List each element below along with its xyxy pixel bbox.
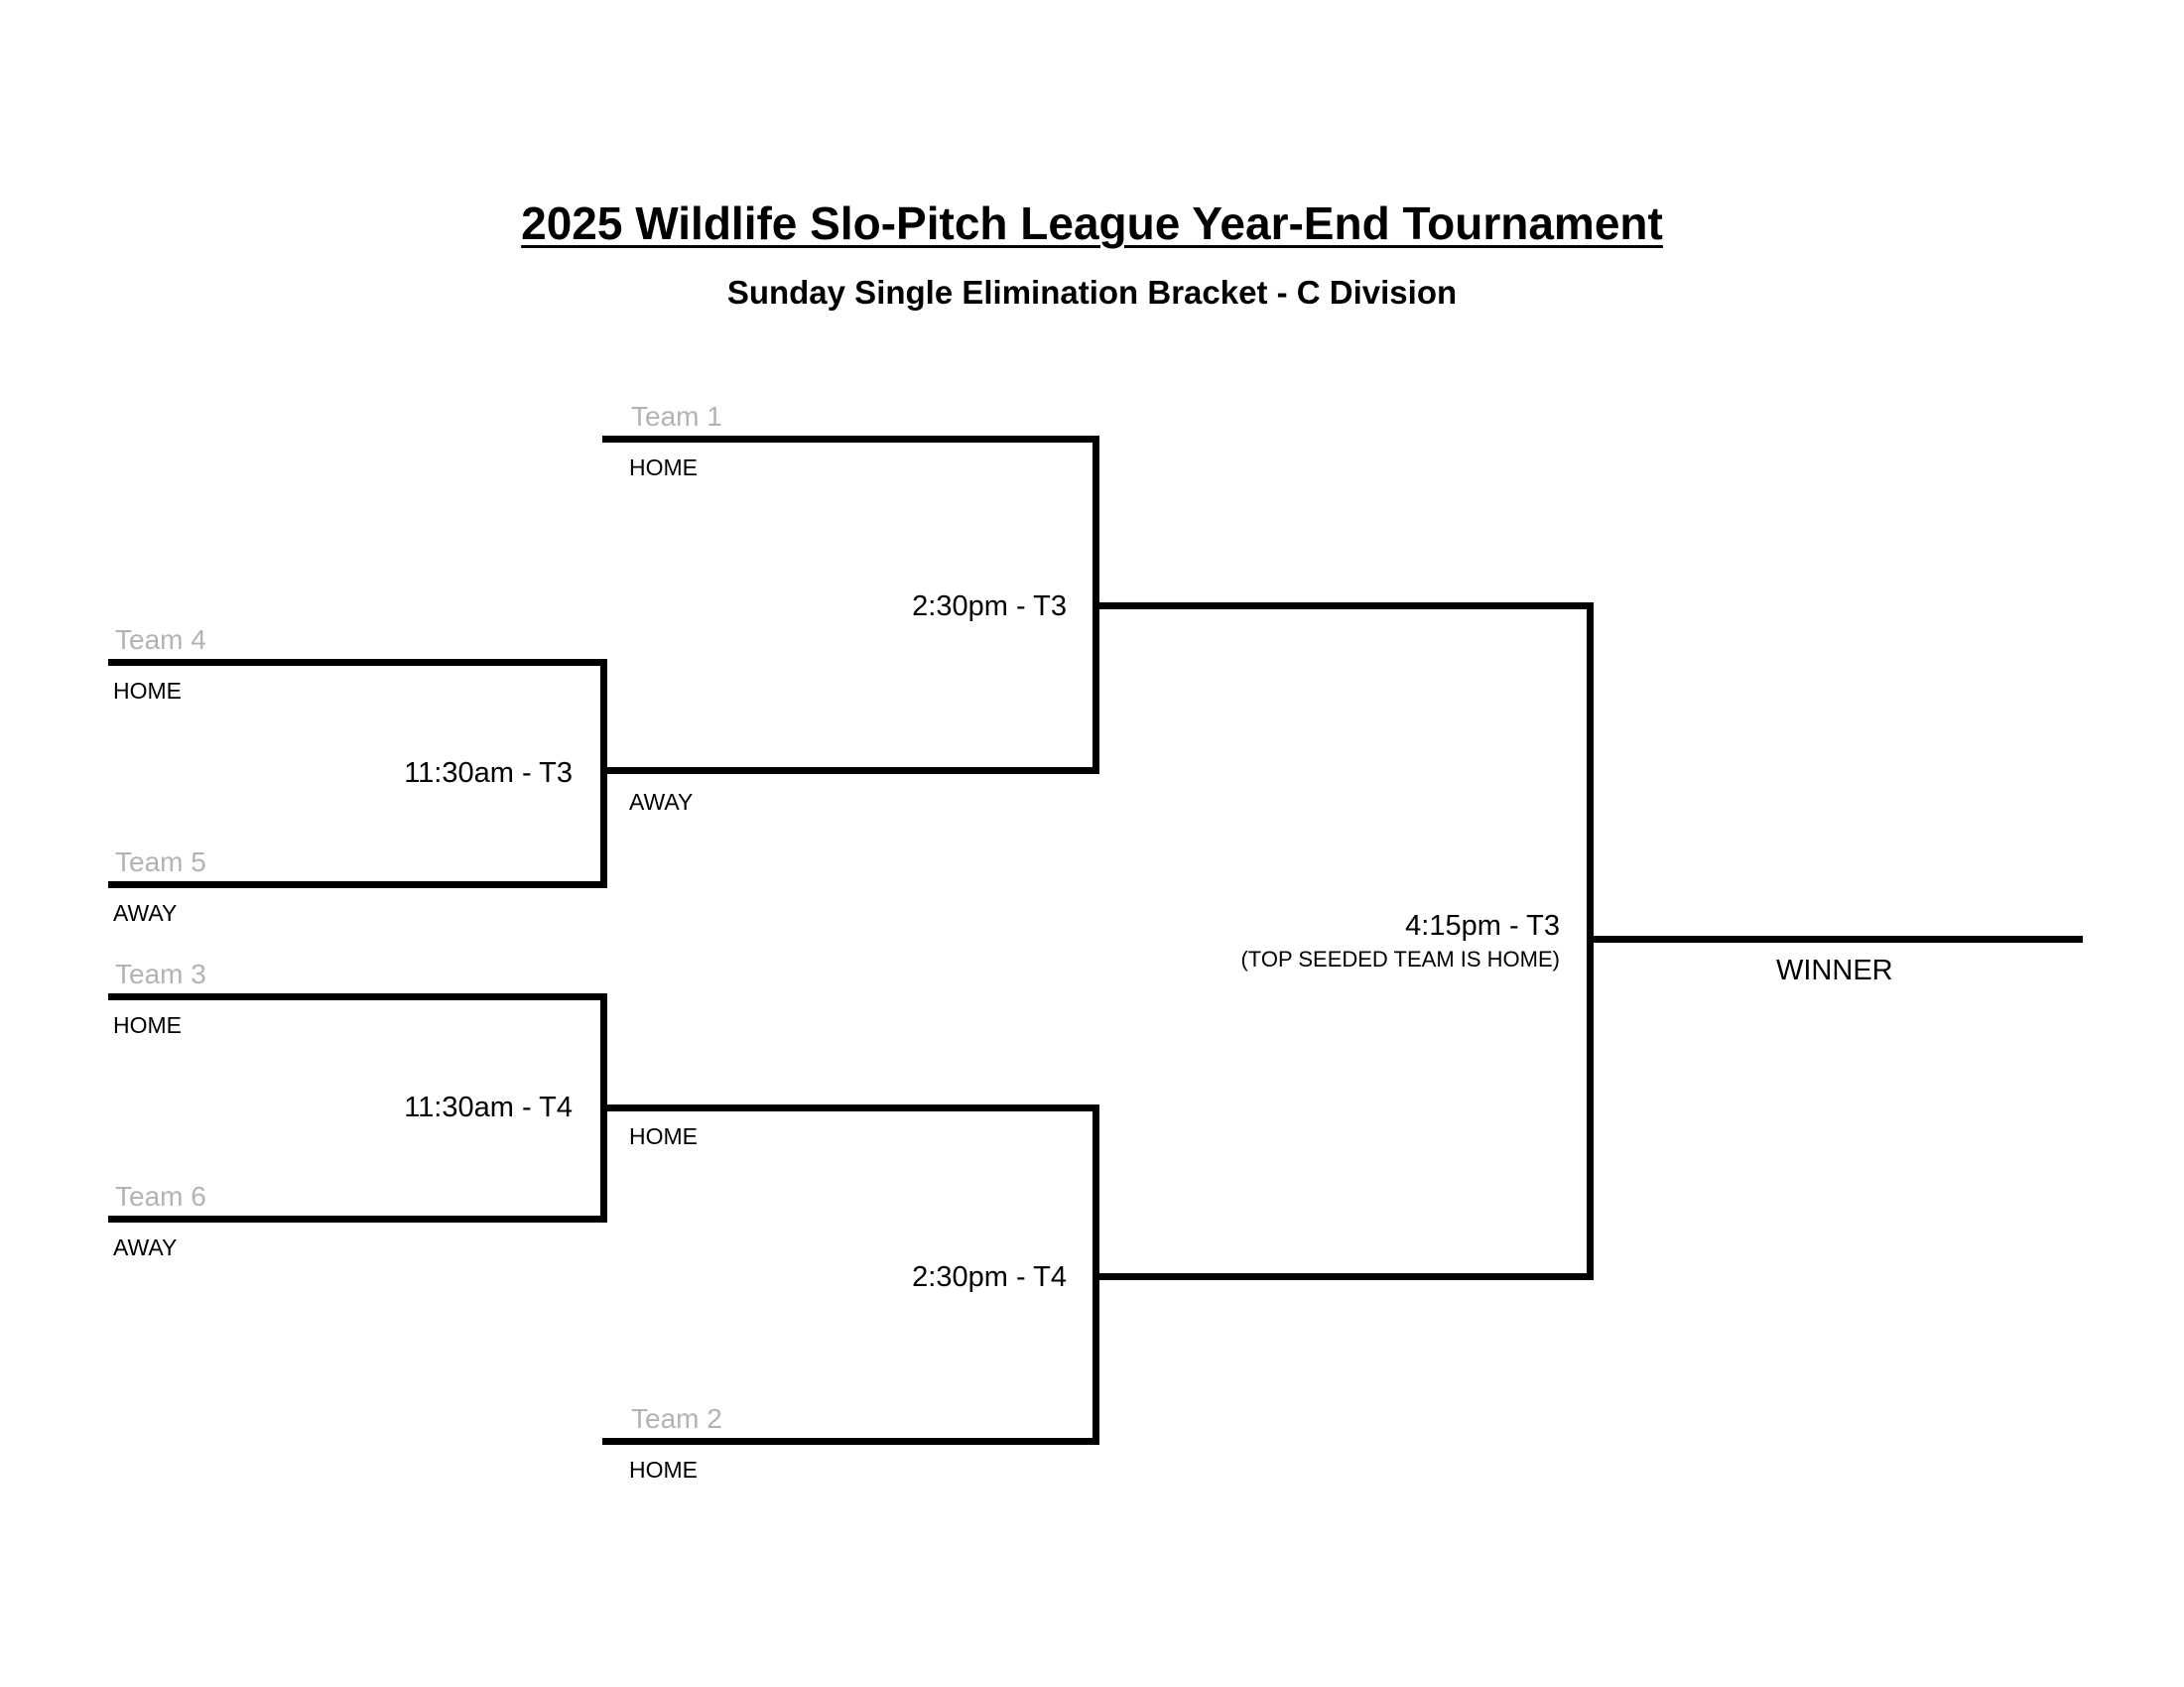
r1g2-bottom-team: Team 6 (115, 1181, 206, 1212)
r1g1-top-role: HOME (113, 678, 182, 704)
final-time: 4:15pm - T3 (1405, 910, 1560, 942)
r1g2-time: 11:30am - T4 (404, 1092, 573, 1123)
semi2-bottom-line (602, 1438, 1099, 1445)
semi1-top-line (602, 436, 1099, 443)
r1g1-top-team: Team 4 (115, 624, 206, 655)
r1g1-bottom-line (108, 881, 607, 888)
r1g1-bottom-role: AWAY (113, 900, 178, 926)
final-note: (TOP SEEDED TEAM IS HOME) (1240, 947, 1560, 972)
page-title: 2025 Wildlife Slo-Pitch League Year-End … (521, 197, 1663, 249)
semi1-bottom-role: AWAY (629, 789, 694, 815)
page-subtitle: Sunday Single Elimination Bracket - C Di… (726, 274, 1458, 311)
semi1-out-line (1092, 602, 1594, 609)
semi1-bottom-line (602, 767, 1099, 774)
semi2-out-line (1092, 1273, 1594, 1280)
semi2-top-line (602, 1104, 1099, 1111)
semi2-time: 2:30pm - T4 (912, 1261, 1067, 1293)
r1g2-top-team: Team 3 (115, 959, 206, 989)
r1g1-vertical-line (600, 659, 607, 888)
r1g1-top-line (108, 659, 607, 666)
winner-label: WINNER (1776, 955, 1893, 986)
semi2-bottom-role: HOME (629, 1457, 698, 1483)
semi1-top-team: Team 1 (631, 401, 722, 432)
semi1-top-role: HOME (629, 454, 698, 480)
semi2-top-role: HOME (629, 1123, 698, 1149)
semi1-time: 2:30pm - T3 (912, 590, 1067, 622)
semi2-bottom-team: Team 2 (631, 1403, 722, 1434)
r1g2-bottom-role: AWAY (113, 1234, 178, 1260)
r1g1-bottom-team: Team 5 (115, 846, 206, 877)
r1g1-time: 11:30am - T3 (404, 757, 573, 789)
winner-line (1587, 936, 2083, 943)
r1g2-top-line (108, 993, 607, 1000)
r1g2-top-role: HOME (113, 1012, 182, 1038)
r1g2-bottom-line (108, 1216, 607, 1223)
